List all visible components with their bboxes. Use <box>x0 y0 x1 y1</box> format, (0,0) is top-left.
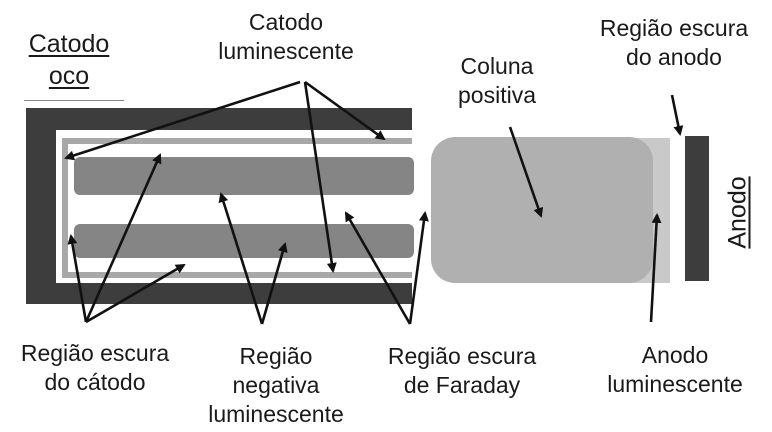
cathode-glow-layer <box>62 138 412 278</box>
arrow-anode-dark <box>670 94 684 136</box>
title-line-1: Catodo <box>28 30 110 58</box>
label-cathode-glow: Catodo luminescente <box>218 9 354 64</box>
arrow-cathode-dark-3 <box>85 263 186 324</box>
arrow-faraday-2 <box>408 211 429 325</box>
arrow-cathode-glow-top-right <box>304 80 386 141</box>
label-anode-glow: Anodo luminescente <box>607 342 743 397</box>
label-anode-dark-space: Região escura do anodo <box>599 15 749 70</box>
positive-column <box>431 137 653 283</box>
arrow-negative-glow-1 <box>218 192 264 325</box>
arrows <box>64 80 684 325</box>
hollow-cathode <box>26 108 412 304</box>
arrow-cathode-dark-2 <box>84 153 162 323</box>
arrow-faraday-1 <box>344 211 412 325</box>
title-line-2: oco <box>48 62 90 90</box>
label-negative-glow: Região negativa luminescente <box>208 343 344 427</box>
label-faraday-dark-space: Região escura de Faraday <box>387 343 537 398</box>
arrow-negative-glow-2 <box>260 242 288 325</box>
anode-plate <box>685 136 709 281</box>
arrow-cathode-glow-bottom <box>303 81 337 273</box>
anode-title: Anodo <box>723 176 752 249</box>
title-rule <box>24 100 124 101</box>
arrow-cathode-glow-left <box>64 80 301 161</box>
label-positive-column: Coluna positiva <box>458 53 536 108</box>
arrow-cathode-dark-1 <box>67 234 88 323</box>
label-cathode-dark-space: Região escura do cátodo <box>20 340 170 395</box>
arrow-positive-column <box>508 126 544 218</box>
hollow-cathode-title: Catodo oco <box>26 28 112 92</box>
arrow-anode-glow <box>649 213 662 323</box>
